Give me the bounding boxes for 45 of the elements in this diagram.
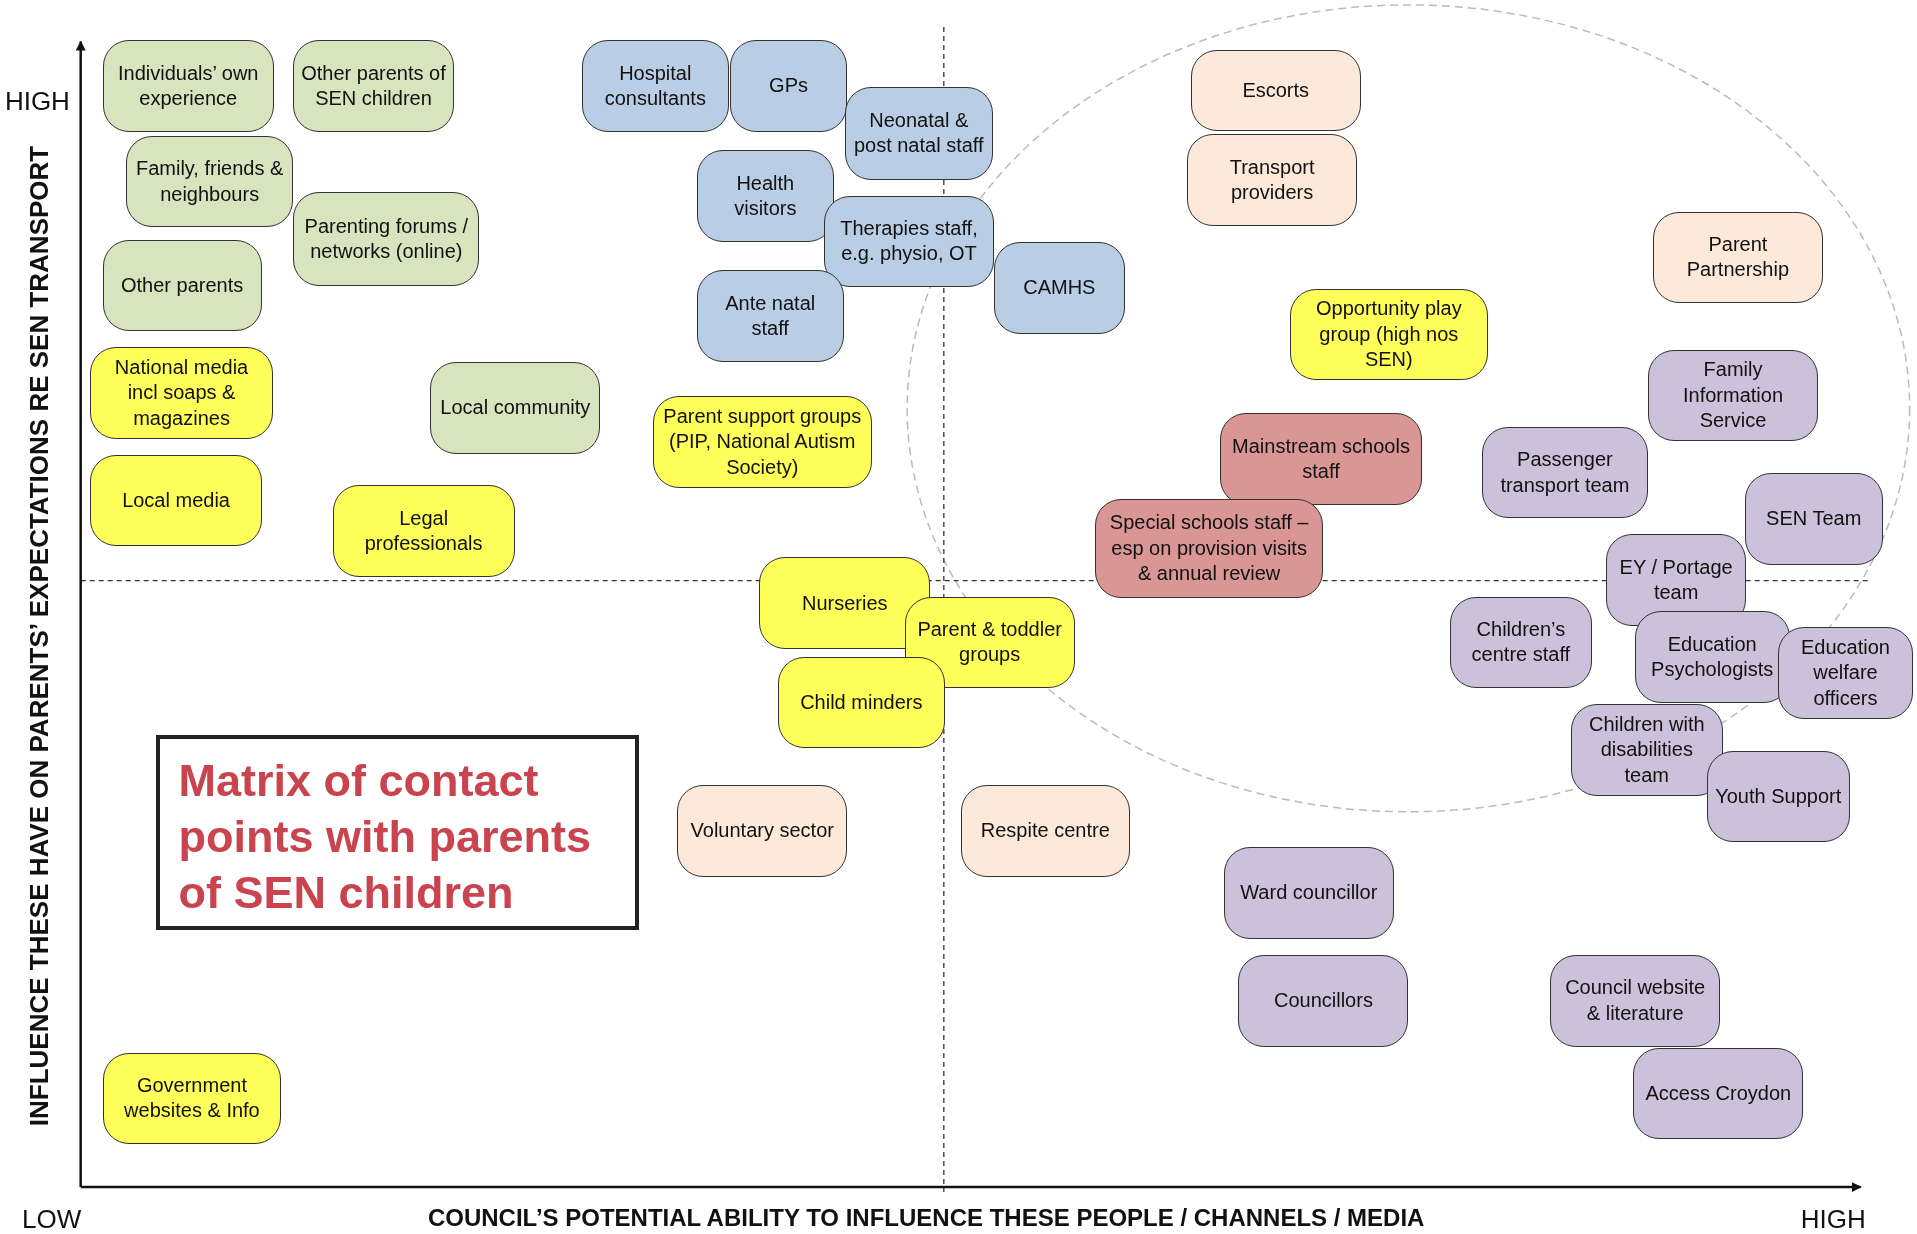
contact-point-box: Opportunity play group (high nos SEN) [1289,288,1488,381]
contact-point-box: Special schools staff – esp on provision visits & annual review [1095,498,1323,598]
contact-point-box: Family Information Service [1648,349,1818,442]
contact-point-box: Family, friends & neighbours [125,135,294,228]
contact-point-box: Transport providers [1187,134,1358,227]
axis-title: COUNCIL’S POTENTIAL ABILITY TO INFLUENCE THESE PEOPLE / CHANNELS / MEDIA [427,1204,1425,1233]
contact-point-box: Youth Support [1706,750,1850,843]
contact-point-box: Local media [90,454,262,547]
contact-point-box: Ante natal staff [696,270,844,362]
contact-point-box: Health visitors [696,150,834,243]
contact-point-box: Individuals’ own experience [102,40,274,133]
contact-point-box: Parenting forums / networks (online) [293,191,480,287]
contact-point-box: Respite centre [960,784,1130,877]
contact-point-box: Access Croydon [1633,1047,1804,1140]
axis-tick-label: HIGH [4,85,70,117]
contact-point-box: Ward councillor [1223,847,1394,939]
contact-point-box: GPs [729,40,848,133]
contact-point-box: Local community [430,361,601,454]
contact-point-box: Council website & literature [1550,954,1721,1047]
axis-title: INFLUENCE THESE HAVE ON PARENTS’ EXPECTATIONS RE SEN TRANSPORT [24,145,56,1126]
axis-tick-label: HIGH [1800,1204,1866,1234]
contact-point-box: Voluntary sector [677,784,848,877]
contact-point-box: Government websites & Info [102,1052,282,1145]
contact-point-box: Child minders [777,656,946,749]
contact-point-box: Neonatal & post natal staff [844,86,993,180]
contact-point-box: CAMHS [993,242,1125,334]
contact-point-box: SEN Team [1744,473,1883,565]
contact-point-box: Other parents [102,239,262,332]
contact-point-box: Legal professionals [332,485,515,578]
contact-point-box: Mainstream schools staff [1220,413,1422,505]
contact-point-box: Education Psychologists [1634,611,1790,703]
contact-point-box: Other parents of SEN children [293,40,454,133]
axis-tick-label: LOW [22,1204,82,1234]
title: Matrix of contact points with parents of SEN children [178,753,592,921]
contact-point-box: National media incl soaps & magazines [90,347,273,439]
contact-point-box: Hospital consultants [581,40,729,133]
contact-point-box: Parent & toddler groups [904,596,1075,689]
contact-point-box: Escorts [1190,50,1361,131]
contact-point-box: Councillors [1238,954,1409,1047]
contact-point-box: Therapies staff, e.g. physio, OT [824,195,994,288]
contact-point-box: Parent support groups (PIP, National Autism Society) [652,396,872,488]
contact-point-box: Education welfare officers [1777,627,1914,719]
contact-point-box: Children’s centre staff [1449,596,1592,689]
contact-point-box: Passenger transport team [1481,426,1648,519]
contact-point-box: Parent Partnership [1652,211,1823,304]
